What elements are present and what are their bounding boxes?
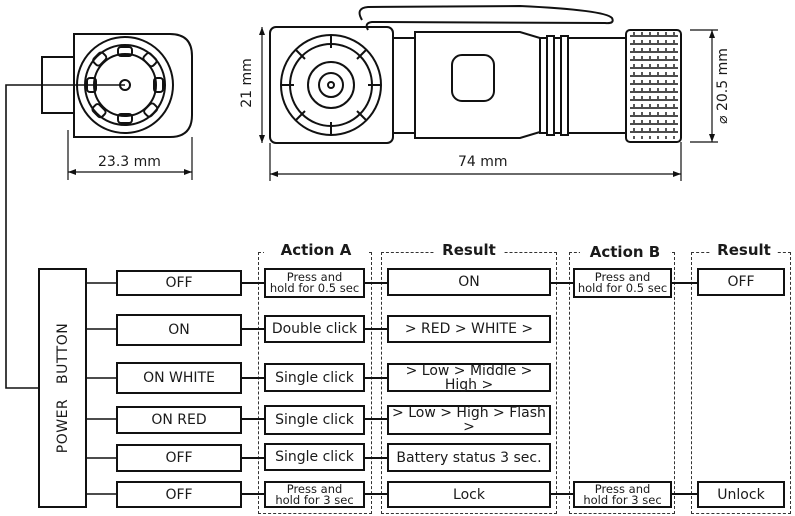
state-box: OFF [116, 270, 242, 296]
action-a-box: Press and hold for 3 sec [264, 481, 365, 508]
state-box: ON RED [116, 406, 242, 434]
power-button-text: POWER BUTTON [54, 322, 71, 454]
side-view-drawing [269, 4, 682, 144]
row-connector [241, 493, 265, 495]
action-b-box: Press and hold for 3 sec [573, 481, 672, 508]
state-box: ON WHITE [116, 362, 242, 394]
row-connector [671, 282, 698, 284]
length-dimension: 74 mm [458, 154, 508, 170]
row-connector [364, 328, 388, 330]
state-box: ON [116, 314, 242, 346]
result-a-box: > Low > Middle > High > [387, 363, 551, 392]
row-connector [550, 282, 574, 284]
row-connector [364, 457, 388, 459]
action-a-box: Single click [264, 405, 365, 435]
power-button-label: POWER BUTTON [38, 268, 87, 508]
state-box: OFF [116, 444, 242, 472]
action-a-box: Single click [264, 363, 365, 392]
row-connector [364, 282, 388, 284]
dimension-arrows [68, 27, 715, 177]
result-b-box: OFF [697, 268, 785, 296]
action-a-header: Action A [264, 241, 368, 259]
row-connector [241, 328, 265, 330]
result-a-header: Result [434, 241, 504, 259]
action-a-box: Single click [264, 443, 365, 471]
row-connector [550, 493, 574, 495]
row-connector [241, 457, 265, 459]
result-a-box: > RED > WHITE > [387, 315, 551, 343]
end-width-dimension: 23.3 mm [98, 154, 161, 170]
action-a-box: Press and hold for 0.5 sec [264, 268, 365, 298]
row-connector [241, 377, 265, 379]
result-a-box: Lock [387, 481, 551, 508]
action-b-header: Action B [580, 243, 670, 261]
height-dimension: 21 mm [238, 58, 255, 108]
connector-line [5, 84, 125, 389]
dimension-lines [67, 27, 718, 181]
row-connector [671, 493, 698, 495]
knurl-pattern [630, 32, 678, 140]
result-b-box: Unlock [697, 481, 785, 508]
result-a-box: > Low > High > Flash > [387, 405, 551, 435]
result-b-header: Result [711, 241, 777, 259]
row-connector [364, 418, 388, 420]
row-connector [241, 282, 265, 284]
action-a-box: Double click [264, 315, 365, 343]
power-connectors [87, 282, 116, 495]
state-box: OFF [116, 481, 242, 508]
action-b-box: Press and hold for 0.5 sec [573, 268, 672, 298]
row-connector [241, 418, 265, 420]
row-connector [364, 493, 388, 495]
result-a-box: ON [387, 268, 551, 296]
row-connector [364, 377, 388, 379]
diameter-dimension: ⌀ 20.5 mm [714, 48, 731, 124]
result-a-box: Battery status 3 sec. [387, 443, 551, 472]
